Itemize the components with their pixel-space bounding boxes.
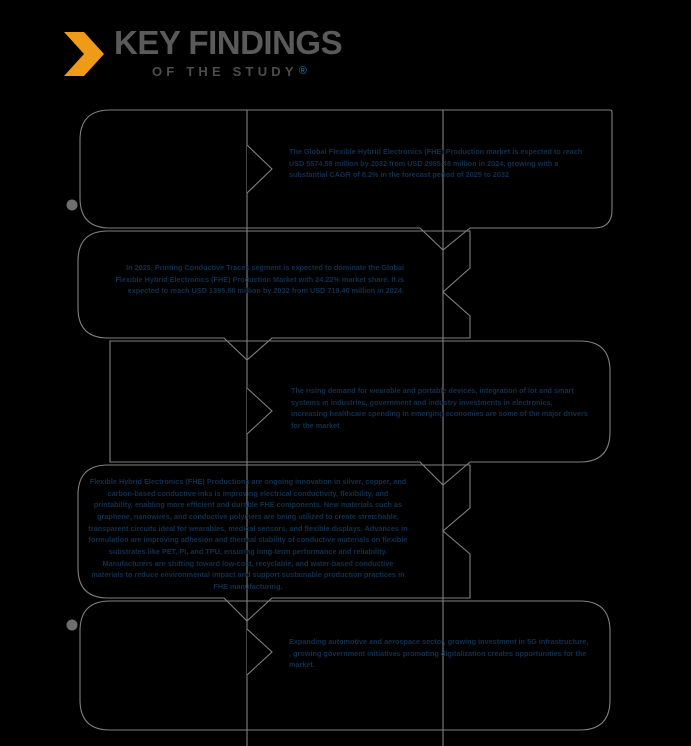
finding-1-text: The Global Flexible Hybrid Electronics (…	[289, 147, 583, 180]
finding-4-text: Flexible Hybrid Electronics (FHE) Produc…	[88, 477, 408, 591]
page-subtitle: OF THE STUDY	[152, 64, 298, 79]
bubble-3-left-notch	[246, 387, 273, 435]
bubble-1-left-notch	[246, 144, 273, 194]
bubble-1-outline	[79, 109, 613, 251]
finding-3-text: The rising demand for wearable and porta…	[291, 386, 588, 430]
bubble-3-outline	[109, 340, 611, 486]
bubble-5-left-notch	[246, 628, 273, 676]
header: KEY FINDINGS OF THE STUDY ®	[62, 24, 343, 79]
finding-2-text: In 2025, Printing Conductive Traces segm…	[115, 263, 404, 296]
header-text-group: KEY FINDINGS OF THE STUDY ®	[114, 24, 343, 79]
marker-dot-top	[66, 199, 78, 211]
page-title: KEY FINDINGS	[114, 24, 343, 61]
bubble-2-outline	[77, 230, 471, 361]
subtitle-row: OF THE STUDY ®	[152, 64, 342, 79]
bubble-4-outline	[77, 464, 471, 622]
registered-trademark-icon: ®	[298, 65, 307, 77]
bubble-5-outline	[79, 600, 611, 731]
marker-dot-bottom	[66, 619, 78, 631]
finding-5-text: Expanding automotive and aerospace secto…	[289, 637, 589, 670]
orange-chevron-icon	[64, 32, 104, 76]
